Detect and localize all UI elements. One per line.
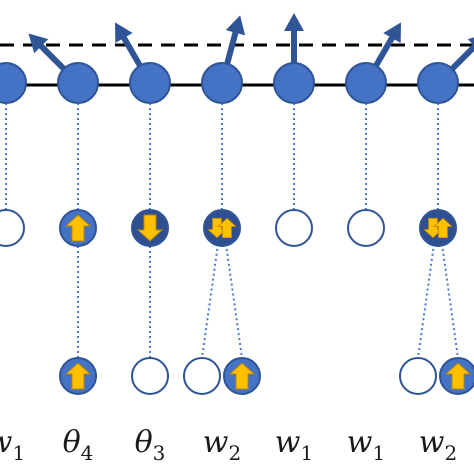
empty-orbital-circle <box>0 209 25 247</box>
chain-site-node <box>417 62 459 104</box>
spin-up-arrow <box>64 362 92 390</box>
lower-orbital <box>131 357 169 395</box>
site-label-symbol: θ <box>63 425 81 460</box>
site-label: w1 <box>0 425 25 465</box>
orbital-circle <box>419 209 457 247</box>
site-label: w1 <box>275 425 313 465</box>
site-label-symbol: w <box>0 425 13 460</box>
upper-orbital <box>419 209 457 247</box>
empty-orbital-circle <box>183 357 221 395</box>
site-label: w1 <box>347 425 385 465</box>
upper-orbital <box>59 209 97 247</box>
orbital-link <box>441 243 459 359</box>
upper-orbital <box>203 209 241 247</box>
chain-site-node <box>129 62 171 104</box>
chain-site-node <box>273 62 315 104</box>
site-label-symbol: w <box>203 425 229 460</box>
orbital-link <box>417 243 435 359</box>
site-spin-arrow-head <box>383 22 401 43</box>
spin-up-arrow <box>228 362 256 390</box>
chain-site-node <box>201 62 243 104</box>
site-label-symbol: w <box>419 425 445 460</box>
orbital-link <box>225 243 243 359</box>
site-spin-arrow-head <box>115 22 133 43</box>
site-label: w2 <box>203 425 241 465</box>
spin-up-arrow <box>444 362 472 390</box>
site-label-subscript: 3 <box>153 441 166 465</box>
site-label-symbol: θ <box>135 425 153 460</box>
site-label-symbol: w <box>347 425 373 460</box>
orbital-link <box>201 243 219 359</box>
site-label-subscript: 1 <box>300 441 313 465</box>
spin-up-arrow <box>217 217 237 239</box>
site-spin-arrow-head <box>225 15 246 36</box>
site-label: θ4 <box>63 425 94 465</box>
site-spin-arrow-head <box>28 33 49 54</box>
lower-orbital-right <box>439 357 474 395</box>
upper-orbital <box>0 209 25 247</box>
spin-down-arrow <box>136 214 164 242</box>
lower-orbital <box>59 357 97 395</box>
empty-orbital-circle <box>347 209 385 247</box>
site-label: w2 <box>419 425 457 465</box>
spin-up-arrow <box>433 217 453 239</box>
orbital-circle <box>203 209 241 247</box>
site-label-symbol: w <box>275 425 301 460</box>
empty-orbital-circle <box>131 357 169 395</box>
lower-orbital-left <box>399 357 437 395</box>
site-label: θ3 <box>135 425 166 465</box>
site-spin-arrow-head <box>467 37 474 46</box>
upper-orbital <box>275 209 313 247</box>
site-label-subscript: 2 <box>444 441 457 465</box>
upper-orbital <box>131 209 169 247</box>
upper-orbital <box>347 209 385 247</box>
site-spin-arrow-head <box>284 13 304 31</box>
site-label-subscript: 2 <box>228 441 241 465</box>
lower-orbital-left <box>183 357 221 395</box>
chain-site-node <box>0 62 27 104</box>
spin-up-arrow <box>64 214 92 242</box>
lower-orbital-right <box>223 357 261 395</box>
chain-site-node <box>345 62 387 104</box>
chain-site-node <box>57 62 99 104</box>
site-label-subscript: 1 <box>372 441 385 465</box>
site-label-subscript: 4 <box>81 441 94 465</box>
empty-orbital-circle <box>399 357 437 395</box>
site-label-subscript: 1 <box>12 441 25 465</box>
empty-orbital-circle <box>275 209 313 247</box>
